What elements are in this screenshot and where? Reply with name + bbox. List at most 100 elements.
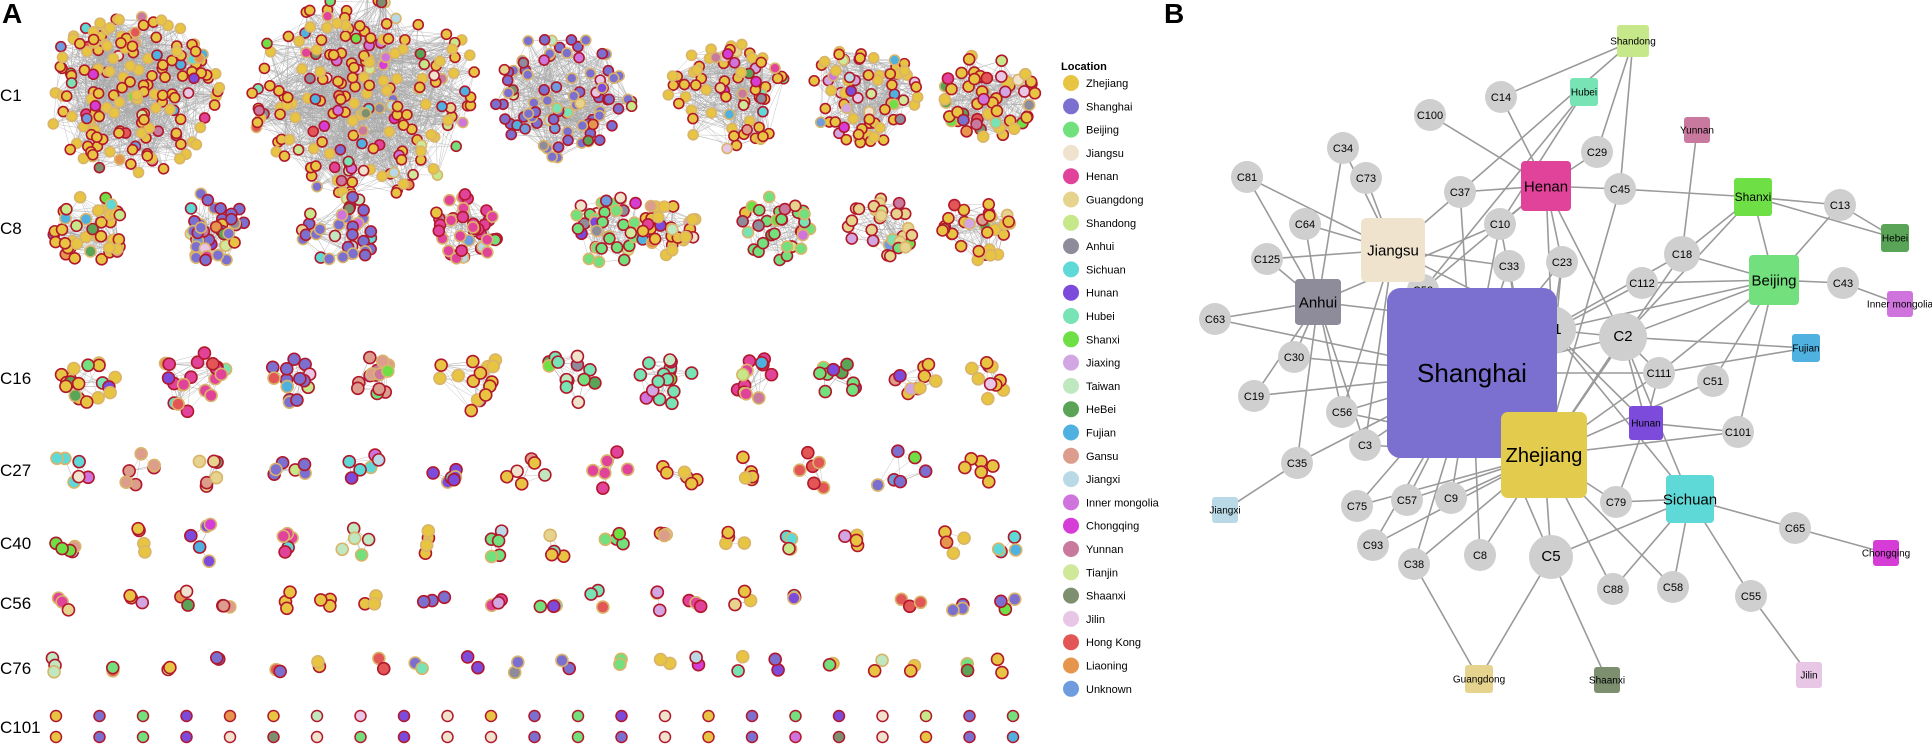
province-node: Hunan bbox=[1629, 406, 1663, 440]
province-node: Zhejiang bbox=[1501, 412, 1587, 498]
legend-label: Taiwan bbox=[1086, 381, 1120, 393]
sample-node bbox=[210, 650, 224, 665]
cluster-network bbox=[484, 709, 498, 744]
legend-label: Hong Kong bbox=[1086, 637, 1141, 649]
sample-node bbox=[644, 199, 658, 213]
sample-node bbox=[571, 395, 586, 410]
sample-node bbox=[546, 151, 558, 163]
sample-node bbox=[545, 547, 559, 562]
sample-node bbox=[464, 403, 479, 418]
sample-node bbox=[565, 34, 578, 46]
sample-node bbox=[471, 660, 485, 675]
legend-swatch bbox=[1063, 564, 1079, 581]
sample-node bbox=[888, 98, 900, 111]
cluster-network bbox=[838, 528, 865, 553]
cluster-network bbox=[313, 592, 337, 613]
sample-node bbox=[567, 90, 580, 102]
sample-node bbox=[778, 202, 792, 216]
sample-node bbox=[728, 130, 740, 142]
network-edge bbox=[1545, 151, 1598, 187]
network-edge bbox=[1622, 279, 1775, 338]
sample-node bbox=[845, 232, 859, 245]
cluster-network bbox=[555, 653, 577, 676]
sample-node bbox=[425, 128, 437, 141]
sample-node bbox=[983, 377, 998, 391]
sample-node bbox=[480, 233, 494, 247]
sample-node bbox=[335, 174, 348, 187]
sample-node bbox=[517, 56, 530, 69]
network-edge bbox=[1471, 372, 1481, 556]
sample-node bbox=[192, 540, 207, 554]
sample-node bbox=[389, 47, 401, 60]
sample-node bbox=[175, 138, 187, 150]
sample-node bbox=[571, 730, 585, 744]
sample-node bbox=[764, 367, 779, 382]
network-edge bbox=[1372, 372, 1473, 546]
sample-node bbox=[81, 112, 93, 125]
cluster-node: C53 bbox=[1407, 274, 1439, 306]
cluster-node: C23 bbox=[1546, 246, 1578, 278]
sample-node bbox=[587, 118, 599, 131]
sample-node bbox=[593, 109, 606, 122]
sample-node bbox=[832, 709, 846, 723]
sample-node bbox=[891, 444, 905, 459]
network-edge bbox=[1752, 196, 1775, 281]
sample-node bbox=[87, 33, 100, 46]
sample-node bbox=[511, 655, 525, 670]
sample-node bbox=[879, 103, 891, 116]
sample-node bbox=[903, 664, 918, 678]
cluster-network bbox=[990, 652, 1009, 680]
sample-node bbox=[974, 465, 989, 479]
sample-node bbox=[339, 30, 352, 42]
sample-node bbox=[865, 87, 878, 100]
sample-node bbox=[590, 224, 604, 238]
sample-node bbox=[414, 47, 427, 60]
network-edge bbox=[1471, 223, 1501, 374]
network-edge bbox=[1413, 563, 1480, 680]
sample-node bbox=[168, 91, 181, 104]
sample-node bbox=[491, 596, 506, 610]
sample-node bbox=[499, 113, 511, 125]
sample-node bbox=[1019, 67, 1032, 81]
cluster-network bbox=[174, 584, 195, 612]
sample-node bbox=[399, 34, 411, 46]
network-edge bbox=[1619, 40, 1634, 190]
sample-node bbox=[769, 62, 781, 75]
sample-node bbox=[413, 81, 426, 94]
cluster-node: C1 bbox=[1528, 306, 1576, 354]
sample-node bbox=[750, 75, 762, 88]
sample-node bbox=[977, 92, 990, 106]
sample-node bbox=[380, 18, 393, 30]
sample-node bbox=[941, 72, 955, 85]
sample-node bbox=[447, 67, 460, 80]
network-edge bbox=[1543, 188, 1621, 456]
sample-node bbox=[890, 207, 903, 221]
sample-node bbox=[304, 72, 316, 85]
sample-node bbox=[143, 122, 156, 134]
network-edge bbox=[1304, 223, 1394, 251]
sample-node bbox=[651, 210, 665, 224]
sample-node bbox=[757, 105, 769, 118]
sample-node bbox=[685, 49, 698, 62]
sample-node bbox=[908, 450, 922, 465]
sample-node bbox=[432, 224, 446, 238]
sample-node bbox=[871, 74, 884, 86]
sample-node bbox=[373, 102, 386, 115]
sample-node bbox=[574, 97, 586, 110]
sample-node bbox=[418, 58, 431, 71]
sample-node bbox=[737, 99, 750, 111]
sample-node bbox=[719, 536, 733, 551]
sample-node bbox=[91, 131, 103, 143]
sample-node bbox=[822, 658, 837, 672]
cluster-network bbox=[570, 191, 654, 269]
sample-node bbox=[1028, 86, 1042, 100]
sample-node bbox=[407, 168, 419, 181]
sample-node bbox=[150, 102, 162, 114]
sample-node bbox=[794, 242, 808, 255]
legend-swatch bbox=[1063, 634, 1079, 651]
sample-node bbox=[357, 164, 370, 177]
sample-node bbox=[416, 594, 431, 609]
sample-node bbox=[614, 191, 627, 205]
cluster-network bbox=[93, 709, 106, 744]
province-node: Jilin bbox=[1796, 662, 1822, 688]
